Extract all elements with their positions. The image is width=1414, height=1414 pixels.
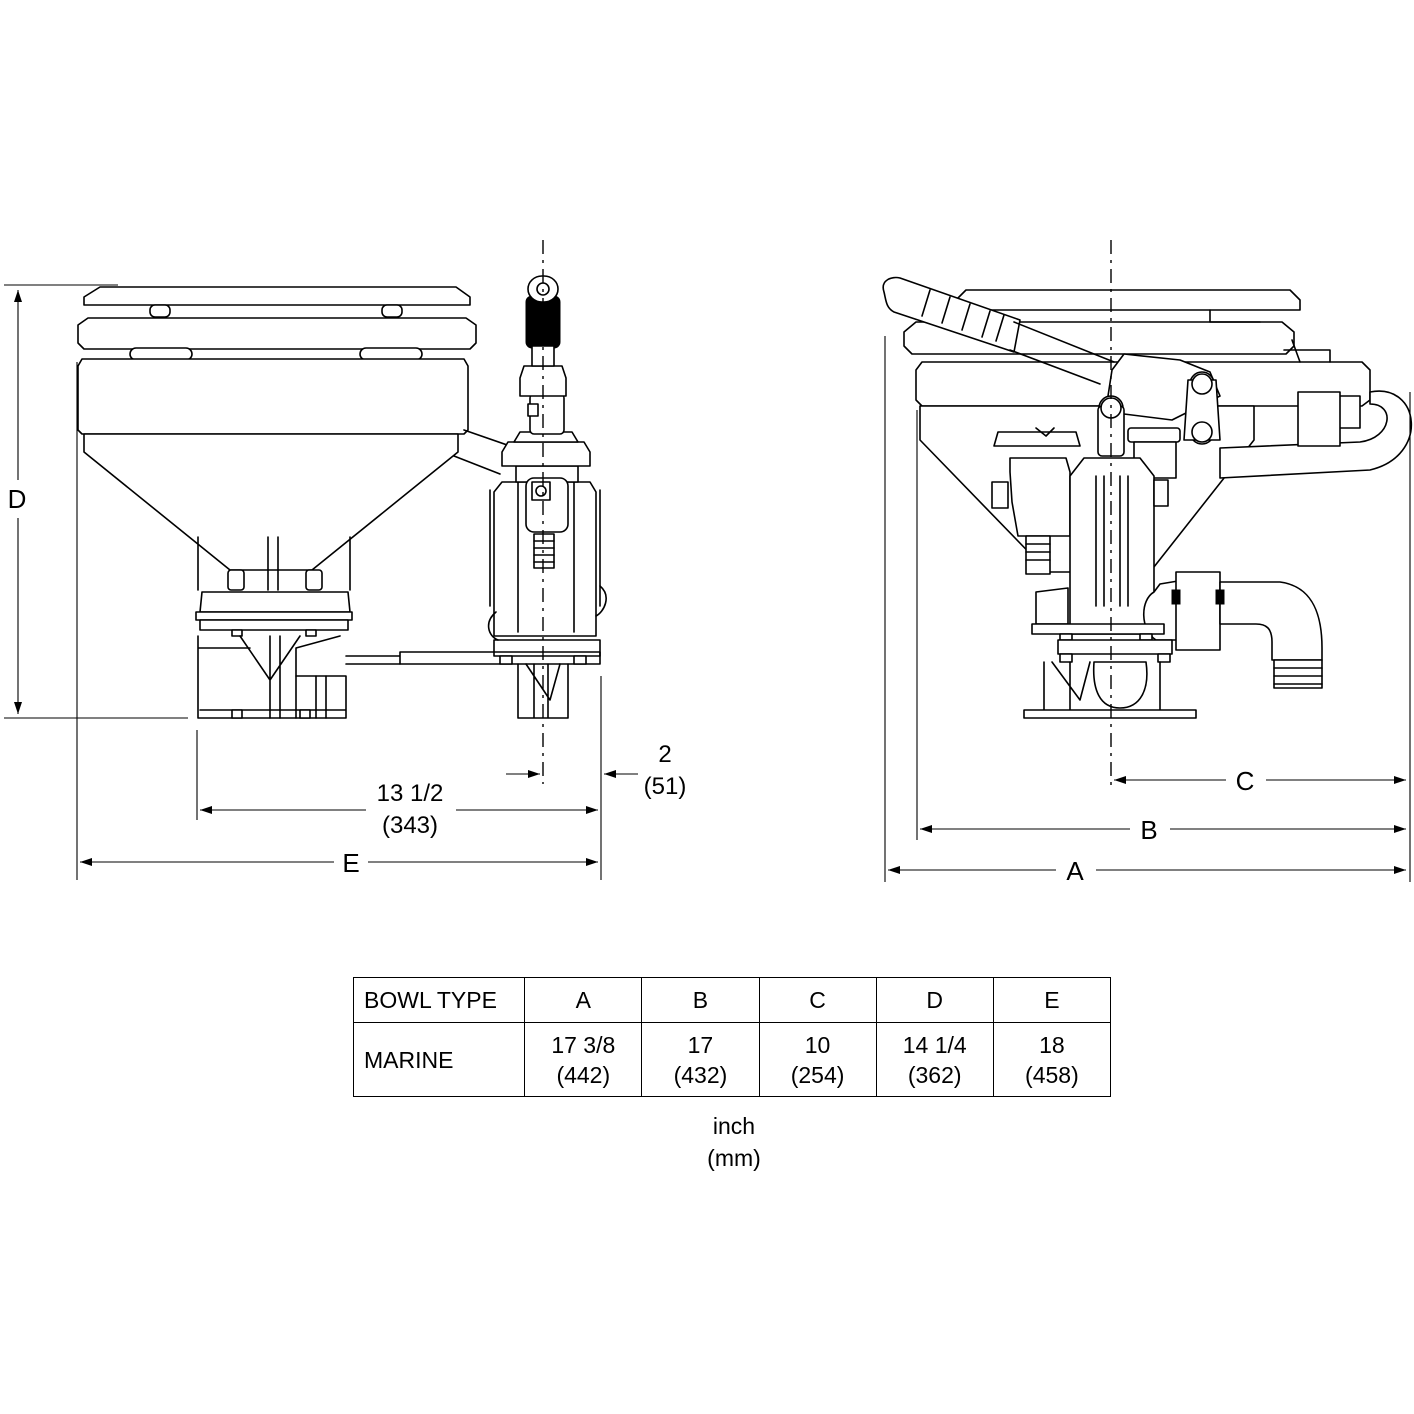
cell-inch: 17 xyxy=(687,1031,714,1058)
table-row-label: MARINE xyxy=(352,1022,526,1097)
side-seat xyxy=(77,317,477,350)
dimension-table: BOWL TYPE A B C D E MARINE 17 3/8 (442) … xyxy=(352,977,1112,1097)
table-row: MARINE 17 3/8 (442) 17 (432) 10 (254) 14… xyxy=(352,1022,1112,1097)
cell-inch: 14 1/4 xyxy=(902,1031,967,1058)
front-discharge-loop xyxy=(1219,390,1413,479)
cell-mm: (458) xyxy=(1025,1061,1079,1088)
dim-label-a: A xyxy=(1066,856,1084,886)
cell-mm: (254) xyxy=(790,1061,845,1088)
table-header-cell: D xyxy=(875,977,994,1023)
dim-label-base-width-mm: (343) xyxy=(382,812,438,839)
cell-inch: 17 3/8 xyxy=(551,1031,616,1058)
cell-inch: 10 xyxy=(804,1031,831,1058)
dim-label-d: D xyxy=(8,484,27,514)
table-header-cell: A xyxy=(524,977,643,1023)
side-bowl-rim xyxy=(77,358,469,435)
front-pump-handle xyxy=(882,276,1021,353)
side-view xyxy=(77,240,607,784)
table-header-cell: C xyxy=(758,977,877,1023)
front-view xyxy=(882,240,1413,790)
dim-label-base-width: 13 1/2 xyxy=(377,780,444,807)
front-base xyxy=(1043,661,1161,711)
dim-label-pump-offset: 2 xyxy=(658,741,671,768)
dim-label-pump-offset-mm: (51) xyxy=(644,773,687,800)
lid-bumper xyxy=(381,304,403,318)
units-mm: (mm) xyxy=(707,1145,761,1171)
front-dimensions: C B A xyxy=(884,336,1411,886)
front-lid xyxy=(955,289,1301,311)
table-header-row: BOWL TYPE A B C D E xyxy=(352,977,1112,1023)
side-bowl-cone xyxy=(83,433,459,571)
side-flange xyxy=(199,591,351,613)
units-note: inch (mm) xyxy=(634,1110,834,1174)
side-base xyxy=(197,635,347,719)
dim-label-e: E xyxy=(342,848,359,878)
side-lid xyxy=(83,286,471,306)
cell-mm: (362) xyxy=(907,1061,962,1088)
table-cell: 17 3/8 (442) xyxy=(524,1022,643,1097)
side-dimensions: D 13 1/2 (343) 2 (51) E xyxy=(4,284,687,880)
table-cell: 18 (458) xyxy=(992,1022,1112,1097)
cell-mm: (432) xyxy=(673,1061,728,1088)
table-cell: 14 1/4 (362) xyxy=(875,1022,994,1097)
lid-bumper xyxy=(149,304,171,318)
dim-label-b: B xyxy=(1140,815,1157,845)
table-header-cell: B xyxy=(641,977,760,1023)
table-header-cell: E xyxy=(992,977,1112,1023)
cell-inch: 18 xyxy=(1039,1031,1065,1058)
table-cell: 10 (254) xyxy=(758,1022,877,1097)
units-inch: inch xyxy=(712,1113,756,1139)
table-header-cell: BOWL TYPE xyxy=(352,977,526,1023)
cell-mm: (442) xyxy=(556,1061,611,1088)
front-pump-cylinder xyxy=(1069,457,1155,635)
dim-label-c: C xyxy=(1236,766,1255,796)
table-cell: 17 (432) xyxy=(641,1022,760,1097)
